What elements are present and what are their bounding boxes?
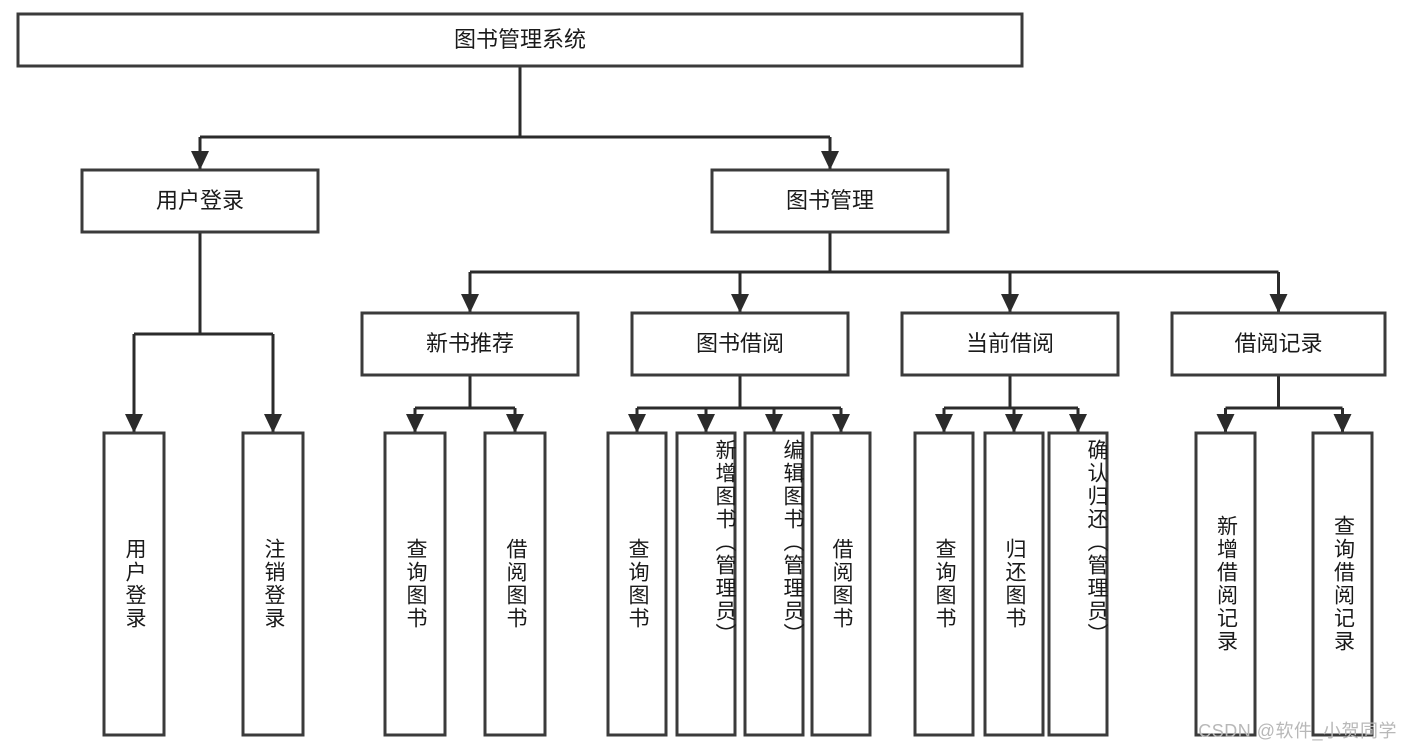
node-box-current-borrow[interactable] — [900, 311, 1120, 377]
node-box-leaf-borrow-book-1[interactable] — [483, 431, 547, 737]
node-label-user-login: 用户登录 — [156, 188, 244, 213]
connector-layer — [125, 66, 1352, 433]
arrow-head-icon-leaf-add-borrow-record — [1216, 414, 1235, 433]
arrow-head-icon-leaf-query-borrow-record — [1333, 414, 1352, 433]
arrow-head-icon-leaf-query-book-2 — [628, 414, 646, 433]
arrow-head-icon-leaf-return-book — [1005, 414, 1023, 433]
arrow-head-icon-book-borrow — [731, 294, 749, 313]
arrow-head-icon-leaf-query-book-3 — [935, 414, 953, 433]
node-box-leaf-query-book-1[interactable] — [383, 431, 447, 737]
node-box-leaf-user-logout[interactable] — [241, 431, 305, 737]
node-box-borrow-record[interactable] — [1170, 311, 1387, 377]
node-box-leaf-query-borrow-record[interactable] — [1311, 431, 1374, 737]
arrow-head-icon-leaf-confirm-return — [1069, 414, 1087, 433]
arrow-head-icon-leaf-user-login — [125, 414, 143, 433]
node-label-new-book-recommend: 新书推荐 — [426, 331, 514, 356]
node-box-user-login[interactable] — [80, 168, 320, 234]
node-box-leaf-confirm-return[interactable] — [1047, 431, 1109, 737]
node-box-root[interactable] — [16, 12, 1024, 68]
node-box-leaf-return-book[interactable] — [983, 431, 1045, 737]
node-label-root: 图书管理系统 — [454, 27, 586, 52]
arrow-head-icon-book-manage — [821, 151, 839, 170]
arrow-head-icon-new-book-recommend — [461, 294, 479, 313]
node-label-book-borrow: 图书借阅 — [696, 331, 784, 356]
arrow-head-icon-user-login — [191, 151, 209, 170]
node-label-book-manage: 图书管理 — [786, 188, 874, 213]
arrow-head-icon-borrow-record — [1269, 294, 1288, 313]
arrow-head-icon-leaf-borrow-book-1 — [506, 414, 524, 433]
arrow-head-icon-leaf-borrow-book-2 — [832, 414, 850, 433]
node-box-leaf-query-book-3[interactable] — [913, 431, 975, 737]
arrow-head-icon-current-borrow — [1001, 294, 1019, 313]
node-box-new-book-recommend[interactable] — [360, 311, 580, 377]
node-box-leaf-add-borrow-record[interactable] — [1194, 431, 1257, 737]
node-label-current-borrow: 当前借阅 — [966, 331, 1054, 356]
arrow-head-icon-leaf-user-logout — [264, 414, 282, 433]
node-box-leaf-add-book[interactable] — [675, 431, 737, 737]
arrow-head-icon-leaf-query-book-1 — [406, 414, 424, 433]
node-label-borrow-record: 借阅记录 — [1234, 331, 1322, 356]
watermark-text: CSDN @软件_小贺同学 — [1198, 721, 1397, 741]
arrow-head-icon-leaf-edit-book — [765, 414, 783, 433]
node-box-book-borrow[interactable] — [630, 311, 850, 377]
node-box-book-manage[interactable] — [710, 168, 950, 234]
node-box-leaf-user-login[interactable] — [102, 431, 166, 737]
node-box-leaf-query-book-2[interactable] — [606, 431, 668, 737]
node-box-layer — [16, 12, 1387, 737]
arrow-head-icon-leaf-add-book — [697, 414, 715, 433]
node-box-leaf-edit-book[interactable] — [743, 431, 805, 737]
node-box-leaf-borrow-book-2[interactable] — [810, 431, 872, 737]
